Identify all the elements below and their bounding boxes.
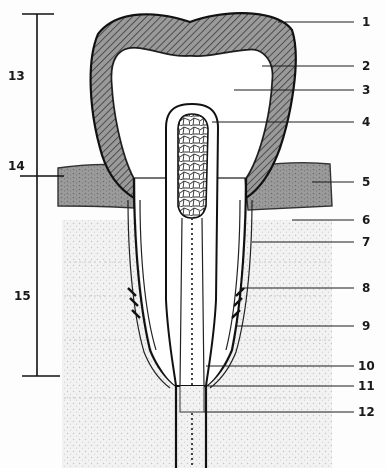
label-8: 8 <box>362 281 370 295</box>
label-3: 3 <box>362 83 370 97</box>
label-4: 4 <box>362 115 370 129</box>
label-6: 6 <box>362 213 370 227</box>
region-label-13: 13 <box>8 69 25 83</box>
label-11: 11 <box>358 379 375 393</box>
label-9: 9 <box>362 319 370 333</box>
canal-foramen <box>180 386 204 412</box>
pulp-tissue <box>178 114 208 218</box>
region-label-14: 14 <box>8 159 25 173</box>
label-7: 7 <box>362 235 370 249</box>
label-5: 5 <box>362 175 370 189</box>
region-label-15: 15 <box>14 289 31 303</box>
label-12: 12 <box>358 405 375 419</box>
label-2: 2 <box>362 59 370 73</box>
label-10: 10 <box>358 359 375 373</box>
label-1: 1 <box>362 15 370 29</box>
